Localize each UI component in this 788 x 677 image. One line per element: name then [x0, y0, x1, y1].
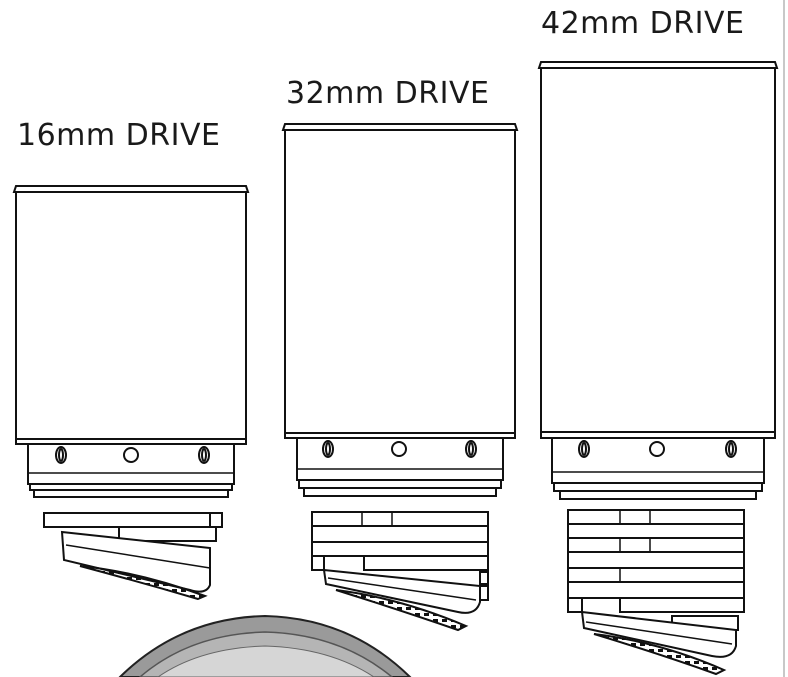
drive-16mm-assembly [12, 185, 250, 601]
frame-edge-line [783, 0, 785, 677]
label-42mm-drive: 42mm DRIVE [541, 6, 745, 41]
pulley-flange-16mm [43, 512, 223, 528]
motor-42mm-body [540, 67, 776, 433]
motor-16mm-body [15, 191, 247, 440]
label-32mm-drive: 32mm DRIVE [286, 76, 490, 111]
motor-32mm-body [284, 129, 516, 434]
screw-hole-icon [649, 441, 665, 457]
screw-hole-icon [123, 447, 139, 463]
round-housing-partial [118, 614, 412, 677]
drive-32mm-assembly [281, 123, 519, 632]
label-16mm-drive: 16mm DRIVE [17, 118, 221, 153]
pulley-body-42mm [580, 610, 737, 658]
screw-hole-icon [391, 441, 407, 457]
drive-42mm-assembly [537, 61, 779, 676]
pulley-body-32mm [322, 568, 481, 614]
